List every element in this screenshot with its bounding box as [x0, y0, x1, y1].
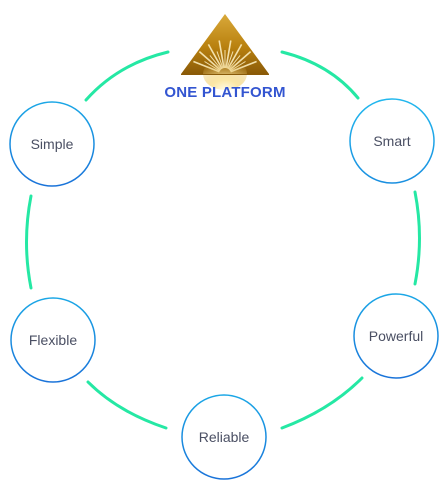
node-powerful-label: Powerful	[369, 328, 423, 344]
ring-arc-bottom-left	[86, 380, 168, 430]
node-simple-label: Simple	[31, 136, 74, 152]
node-simple: Simple	[9, 101, 95, 187]
node-reliable-label: Reliable	[199, 429, 250, 445]
golden-triangle-logo-icon	[181, 14, 269, 90]
ring-arc-bottom-right	[280, 376, 364, 430]
node-reliable-circle	[181, 394, 267, 480]
ring-arc-top-left	[84, 50, 170, 102]
platform-title: ONE PLATFORM	[164, 84, 285, 101]
node-powerful: Powerful	[353, 293, 439, 379]
node-flexible: Flexible	[10, 297, 96, 383]
ring-arcs	[25, 50, 421, 430]
node-smart-label: Smart	[373, 133, 410, 149]
node-powerful-circle	[353, 293, 439, 379]
node-flexible-circle	[10, 297, 96, 383]
ring-arc-top-right	[280, 50, 360, 100]
node-reliable: Reliable	[181, 394, 267, 480]
node-smart: Smart	[349, 98, 435, 184]
ring-arc-right	[413, 190, 421, 286]
ring-arc-left	[25, 194, 33, 290]
node-simple-circle	[9, 101, 95, 187]
node-smart-circle	[349, 98, 435, 184]
node-flexible-label: Flexible	[29, 332, 77, 348]
